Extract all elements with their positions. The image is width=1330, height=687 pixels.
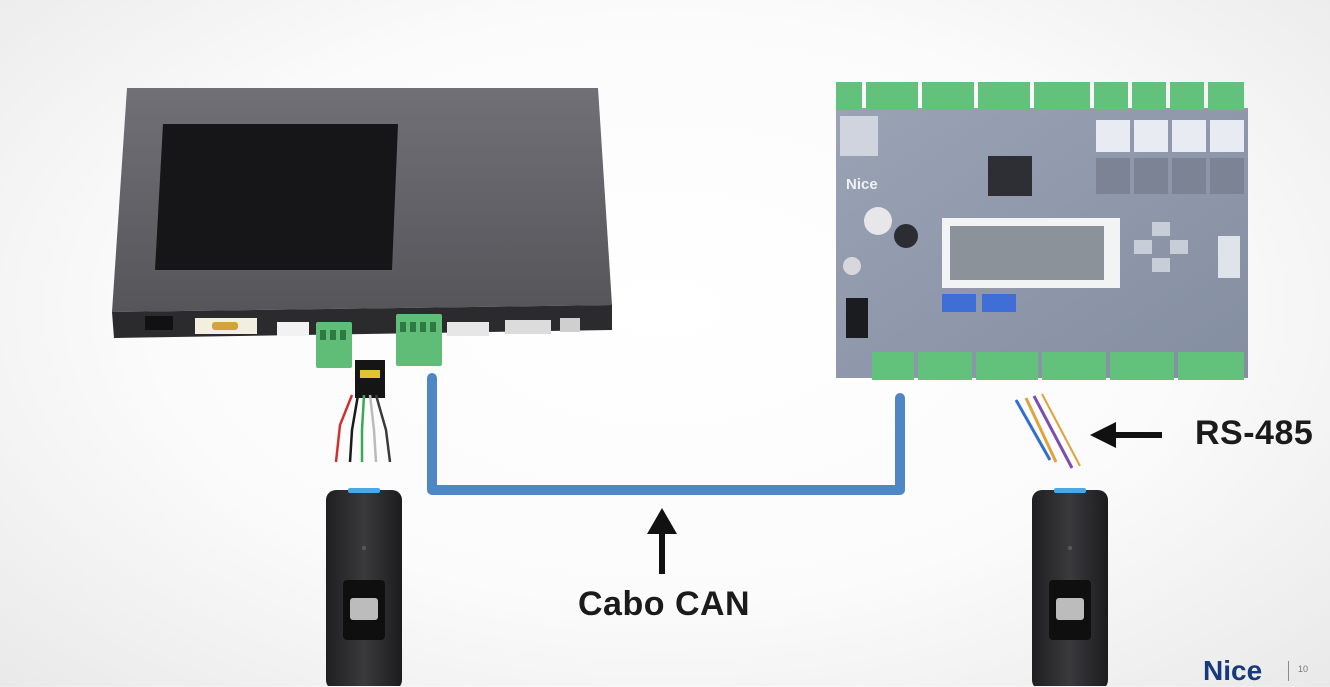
port <box>505 320 551 334</box>
page-number: 10 <box>1298 664 1308 674</box>
port <box>560 318 580 332</box>
port <box>277 322 309 336</box>
reader-led <box>1054 488 1086 493</box>
port <box>447 322 489 336</box>
fingerprint-reader-right <box>1032 488 1108 686</box>
dip-switch <box>942 294 976 312</box>
port <box>145 316 173 330</box>
buzzer <box>894 224 918 248</box>
wire-connector <box>355 360 385 398</box>
footer-brand-logo: Nice <box>1203 655 1262 687</box>
arrow-left-icon <box>1090 422 1162 448</box>
can-cable <box>432 378 900 490</box>
fingerprint-reader-left <box>326 488 402 686</box>
reader-wiring <box>336 360 390 462</box>
port-connector <box>212 322 238 330</box>
capacitor <box>864 207 892 235</box>
board-brand-label: Nice <box>846 176 878 193</box>
power-jack <box>846 298 868 338</box>
controller-screen <box>155 124 398 270</box>
arrow-up-icon <box>647 508 677 574</box>
reader-led <box>348 488 380 493</box>
board-connector <box>840 116 878 156</box>
lcd-display <box>950 226 1104 280</box>
usb-port <box>1218 236 1240 278</box>
terminal-block <box>316 322 352 368</box>
rs485-wires <box>1016 394 1080 468</box>
bottom-terminals <box>872 352 1244 380</box>
footer-divider <box>1288 661 1289 681</box>
terminal-block <box>396 314 442 366</box>
top-terminals <box>836 82 1244 110</box>
rs485-label: RS-485 <box>1195 414 1313 453</box>
dip-switch <box>982 294 1016 312</box>
controller-unit <box>112 88 612 368</box>
microcontroller <box>988 156 1032 196</box>
can-cable-label: Cabo CAN <box>578 585 750 624</box>
access-board <box>836 82 1248 380</box>
